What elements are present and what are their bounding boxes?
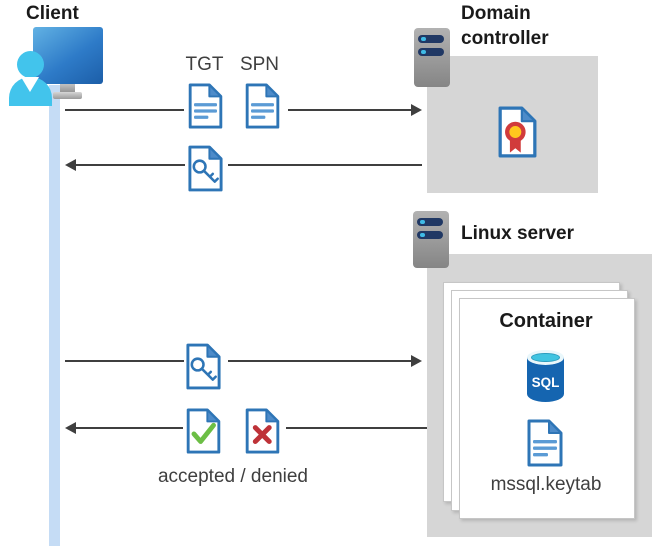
spn-label: SPN [239,54,280,75]
arrow-row2-head [65,159,76,171]
person-body [9,77,52,106]
domain-controller-server-icon [414,28,450,87]
monitor-base [53,92,82,99]
spn-document-icon [245,83,280,129]
tgt-label: TGT [185,54,224,75]
arrow-row1-seg1 [65,109,184,111]
arrow-row4-seg1 [76,427,183,429]
arrow-row2-seg1 [76,164,185,166]
arrow-row2-seg2 [228,164,422,166]
arrow-row1-head [411,104,422,116]
accepted-document-icon [186,408,221,454]
arrow-row4-seg2 [286,427,427,429]
keytab-label: mssql.keytab [490,474,602,495]
keytab-document-icon [527,419,563,467]
key-ticket-icon-2 [186,343,221,390]
linux-server-label: Linux server [461,223,574,244]
arrow-row3-head [411,355,422,367]
person-icon [17,51,44,78]
linux-server-icon [413,211,449,268]
certificate-icon [498,106,537,158]
monitor-icon [33,27,103,84]
sql-database-icon: SQL [527,350,564,402]
arrow-row1-seg2 [288,109,412,111]
monitor-stand [60,84,75,93]
client-label: Client [26,3,79,24]
domain-controller-label: Domain controller [461,3,549,49]
arrow-row3-seg2 [228,360,412,362]
client-timeline [49,85,60,546]
sql-label: SQL [531,374,560,390]
arrow-row3-seg1 [65,360,184,362]
key-ticket-icon [188,145,223,192]
tgt-document-icon [188,83,223,129]
arrow-row4-head [65,422,76,434]
accepted-denied-label: accepted / denied [157,466,308,487]
container-card-front [459,298,635,519]
container-label: Container [499,310,593,332]
denied-document-icon [245,408,280,454]
